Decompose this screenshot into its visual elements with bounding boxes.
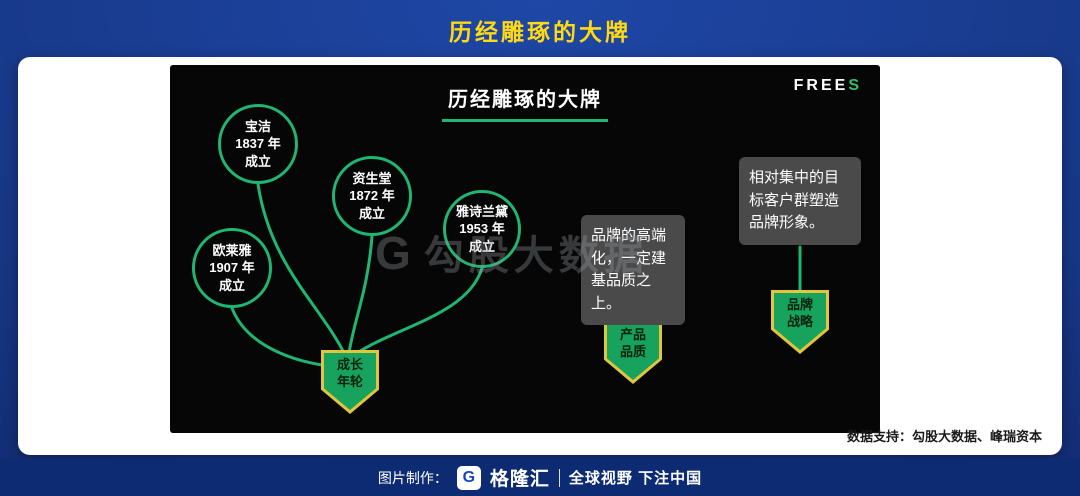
- node-loreal-year: 1907 年: [209, 260, 255, 276]
- note-brand-strategy: 相对集中的目标客户群塑造品牌形象。: [739, 157, 861, 245]
- node-pg-year: 1837 年: [235, 136, 281, 152]
- page-title: 历经雕琢的大牌: [449, 19, 631, 45]
- node-circle-estee-lauder: 雅诗兰黛 1953 年 成立: [443, 190, 521, 268]
- node-circle-shiseido: 资生堂 1872 年 成立: [332, 156, 412, 236]
- node-pg-founded: 成立: [244, 153, 271, 169]
- node-estee-lauder-founded: 成立: [468, 238, 495, 254]
- infographic-panel: 历经雕琢的大牌 FREES 宝洁 1837 年 成立 资生堂 1872 年 成立…: [170, 65, 880, 433]
- node-estee-lauder-year: 1953 年: [459, 221, 505, 237]
- badge-brand-strategy-label: 品牌 战略: [786, 297, 813, 329]
- node-pg-name: 宝洁: [244, 118, 271, 134]
- node-circle-pg: 宝洁 1837 年 成立: [218, 104, 298, 184]
- badge-brand-strategy: 品牌 战略: [771, 290, 829, 354]
- infographic-title-text: 历经雕琢的大牌: [442, 83, 608, 122]
- node-shiseido-founded: 成立: [358, 205, 385, 221]
- footer-bar: 图片制作： G 格隆汇 全球视野 下注中国: [0, 459, 1080, 496]
- footer-slogan: 全球视野 下注中国: [568, 470, 703, 487]
- badge-growth-rings: 成长 年轮: [321, 350, 379, 414]
- gelonghui-logo-icon: G: [456, 465, 481, 490]
- node-shiseido-name: 资生堂: [352, 170, 392, 186]
- connector-shiseido: [347, 234, 374, 355]
- frees-logo-white: FREE: [793, 77, 849, 94]
- connector-pg: [256, 182, 346, 355]
- badge-growth-rings-label: 成长 年轮: [336, 357, 363, 389]
- badge-product-quality-label: 产品 品质: [619, 327, 646, 359]
- note-product-quality: 品牌的高端化，一定建基品质之上。: [581, 215, 685, 325]
- badge-product-quality: 产品 品质: [604, 320, 662, 384]
- infographic-title: 历经雕琢的大牌: [170, 83, 880, 122]
- data-support-text: 数据支持：勾股大数据、峰瑞资本: [846, 429, 1042, 444]
- frees-logo: FREES: [794, 77, 862, 95]
- connector-estee-lauder: [352, 266, 484, 357]
- node-loreal-name: 欧莱雅: [212, 242, 252, 258]
- brand-name: 格隆汇: [489, 469, 550, 490]
- footer-divider: [558, 468, 560, 487]
- node-shiseido-year: 1872 年: [349, 188, 395, 204]
- frees-logo-green: S: [848, 77, 862, 94]
- node-loreal-founded: 成立: [218, 277, 245, 293]
- content-card: 历经雕琢的大牌 FREES 宝洁 1837 年 成立 资生堂 1872 年 成立…: [18, 57, 1062, 455]
- node-estee-lauder-name: 雅诗兰黛: [455, 203, 508, 219]
- credit-label: 图片制作：: [377, 469, 448, 486]
- node-circle-loreal: 欧莱雅 1907 年 成立: [192, 228, 272, 308]
